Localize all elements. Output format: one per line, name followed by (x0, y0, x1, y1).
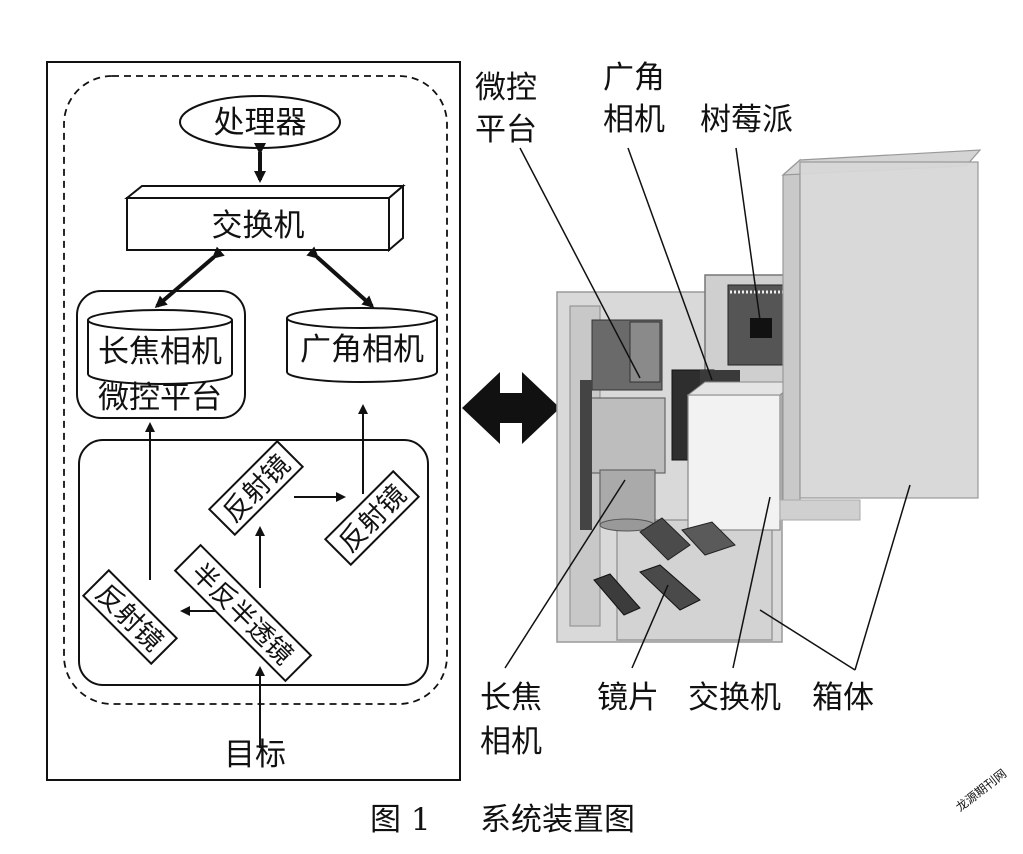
switch-wideangle-arrow (306, 246, 375, 308)
box-panel-side (782, 158, 801, 512)
switch-label: 交换机 (212, 208, 305, 244)
mirror-top: 反射镜 (207, 439, 305, 537)
photo-label-micro-platform-line2: 平台 (475, 112, 537, 148)
half-mirror: 半反半透镜 (173, 543, 313, 683)
switch-part-top (686, 381, 797, 396)
photo-label-micro-platform-line1: 微控 (475, 70, 537, 106)
telephoto-camera-label: 长焦相机 (98, 334, 222, 370)
leader-wide-angle (627, 147, 713, 381)
lens-piece-4 (639, 564, 701, 611)
micro-platform-frame (76, 290, 246, 419)
wide-angle-camera-top (286, 307, 438, 329)
micro-platform-bracket (629, 321, 661, 383)
photo-label-wide-angle-line1: 广角 (603, 60, 665, 96)
processor-label: 处理器 (214, 105, 307, 141)
micro-platform-label: 微控平台 (98, 380, 222, 416)
switch-box-side (388, 183, 404, 253)
camera-frame-dark (580, 380, 592, 530)
diagram-outer-frame (46, 61, 461, 781)
optics-group-frame (78, 439, 429, 686)
photo-label-lens: 镜片 (597, 680, 659, 716)
box-panel-front (799, 161, 979, 499)
lens-piece-2 (681, 521, 736, 556)
device-photo (556, 149, 982, 643)
lens-piece-1 (639, 517, 691, 561)
photo-label-raspberry-pi: 树莓派 (700, 102, 793, 138)
wide-angle-camera-node (286, 318, 438, 383)
leader-lens (631, 584, 669, 669)
telephoto-camera-lens (599, 469, 656, 526)
photo-label-wide-angle-line2: 相机 (603, 102, 665, 138)
watermark-text: 龙源期刊网 (953, 766, 1009, 814)
photo-label-box: 箱体 (812, 680, 874, 716)
leader-box-1 (759, 609, 856, 671)
switch-part (687, 394, 781, 531)
leader-switch (732, 496, 771, 669)
telephoto-camera-node (87, 320, 233, 385)
box-panel-lower (779, 499, 861, 521)
leader-box-2 (854, 484, 911, 671)
big-double-arrow (462, 372, 560, 444)
wide-angle-camera-label: 广角相机 (300, 332, 424, 368)
photo-label-telephoto-line1: 长焦 (480, 680, 542, 716)
target-label: 目标 (224, 737, 286, 773)
leader-micro-platform (519, 147, 641, 379)
figure-caption-title: 系统装置图 (480, 802, 635, 838)
mirror-left: 反射镜 (81, 568, 179, 666)
telephoto-camera-top (87, 309, 233, 331)
telephoto-camera-body (589, 397, 666, 474)
photo-label-switch: 交换机 (688, 680, 781, 716)
switch-telephoto-arrow (154, 246, 225, 308)
leader-telephoto (504, 479, 626, 669)
photo-label-telephoto-line2: 相机 (480, 724, 542, 760)
mirror-right: 反射镜 (323, 469, 421, 567)
switch-box-front (126, 197, 390, 251)
raspberry-pi-chip (750, 318, 772, 338)
figure-caption-number: 图 1 (370, 802, 431, 838)
diagram-dashed-boundary (63, 75, 448, 705)
half-mirror-label: 半反半透镜 (185, 558, 298, 671)
leader-raspberry-pi (735, 147, 761, 321)
lens-piece-3 (593, 573, 641, 616)
switch-box-top (124, 185, 406, 199)
